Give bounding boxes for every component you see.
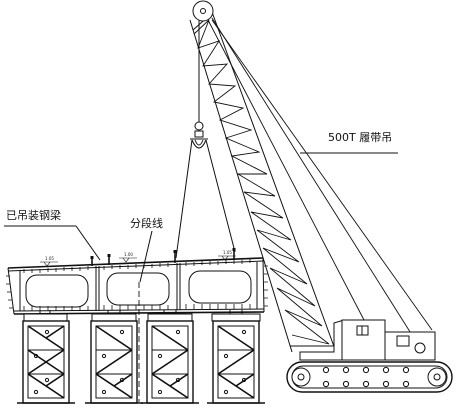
crane-boom [189, 11, 337, 353]
elevation-left: 1.05 [45, 256, 54, 261]
segment-line-label: 分段线 [130, 217, 163, 230]
elevation-middle: 1.00 [124, 252, 133, 257]
crawler-track [286, 361, 453, 393]
elevation-right: 1.05 [223, 250, 232, 255]
lifting-slings [175, 139, 236, 259]
temporary-supports [17, 310, 265, 404]
girder-cell-2 [106, 272, 170, 306]
installed-girder-label: 已吊装钢梁 [6, 209, 61, 222]
crane-pendants [207, 17, 433, 336]
segment-label-leader [139, 230, 153, 283]
boom-head-sheave [192, 0, 214, 22]
crane-upperworks [299, 319, 436, 361]
crane-hook [190, 20, 208, 149]
support-tower-3 [141, 320, 199, 404]
support-tower-4 [207, 320, 265, 404]
counterweight [384, 331, 436, 361]
support-tower-2 [85, 320, 143, 404]
girder-cell-1 [25, 274, 89, 308]
girder-label-leader-tail [75, 225, 101, 261]
crane-label: 500T 履带吊 [328, 131, 393, 144]
crawler-crane [189, 0, 453, 393]
support-tower-1 [17, 320, 75, 404]
girder-cell-3 [188, 270, 252, 304]
bearing-pads [23, 310, 261, 322]
